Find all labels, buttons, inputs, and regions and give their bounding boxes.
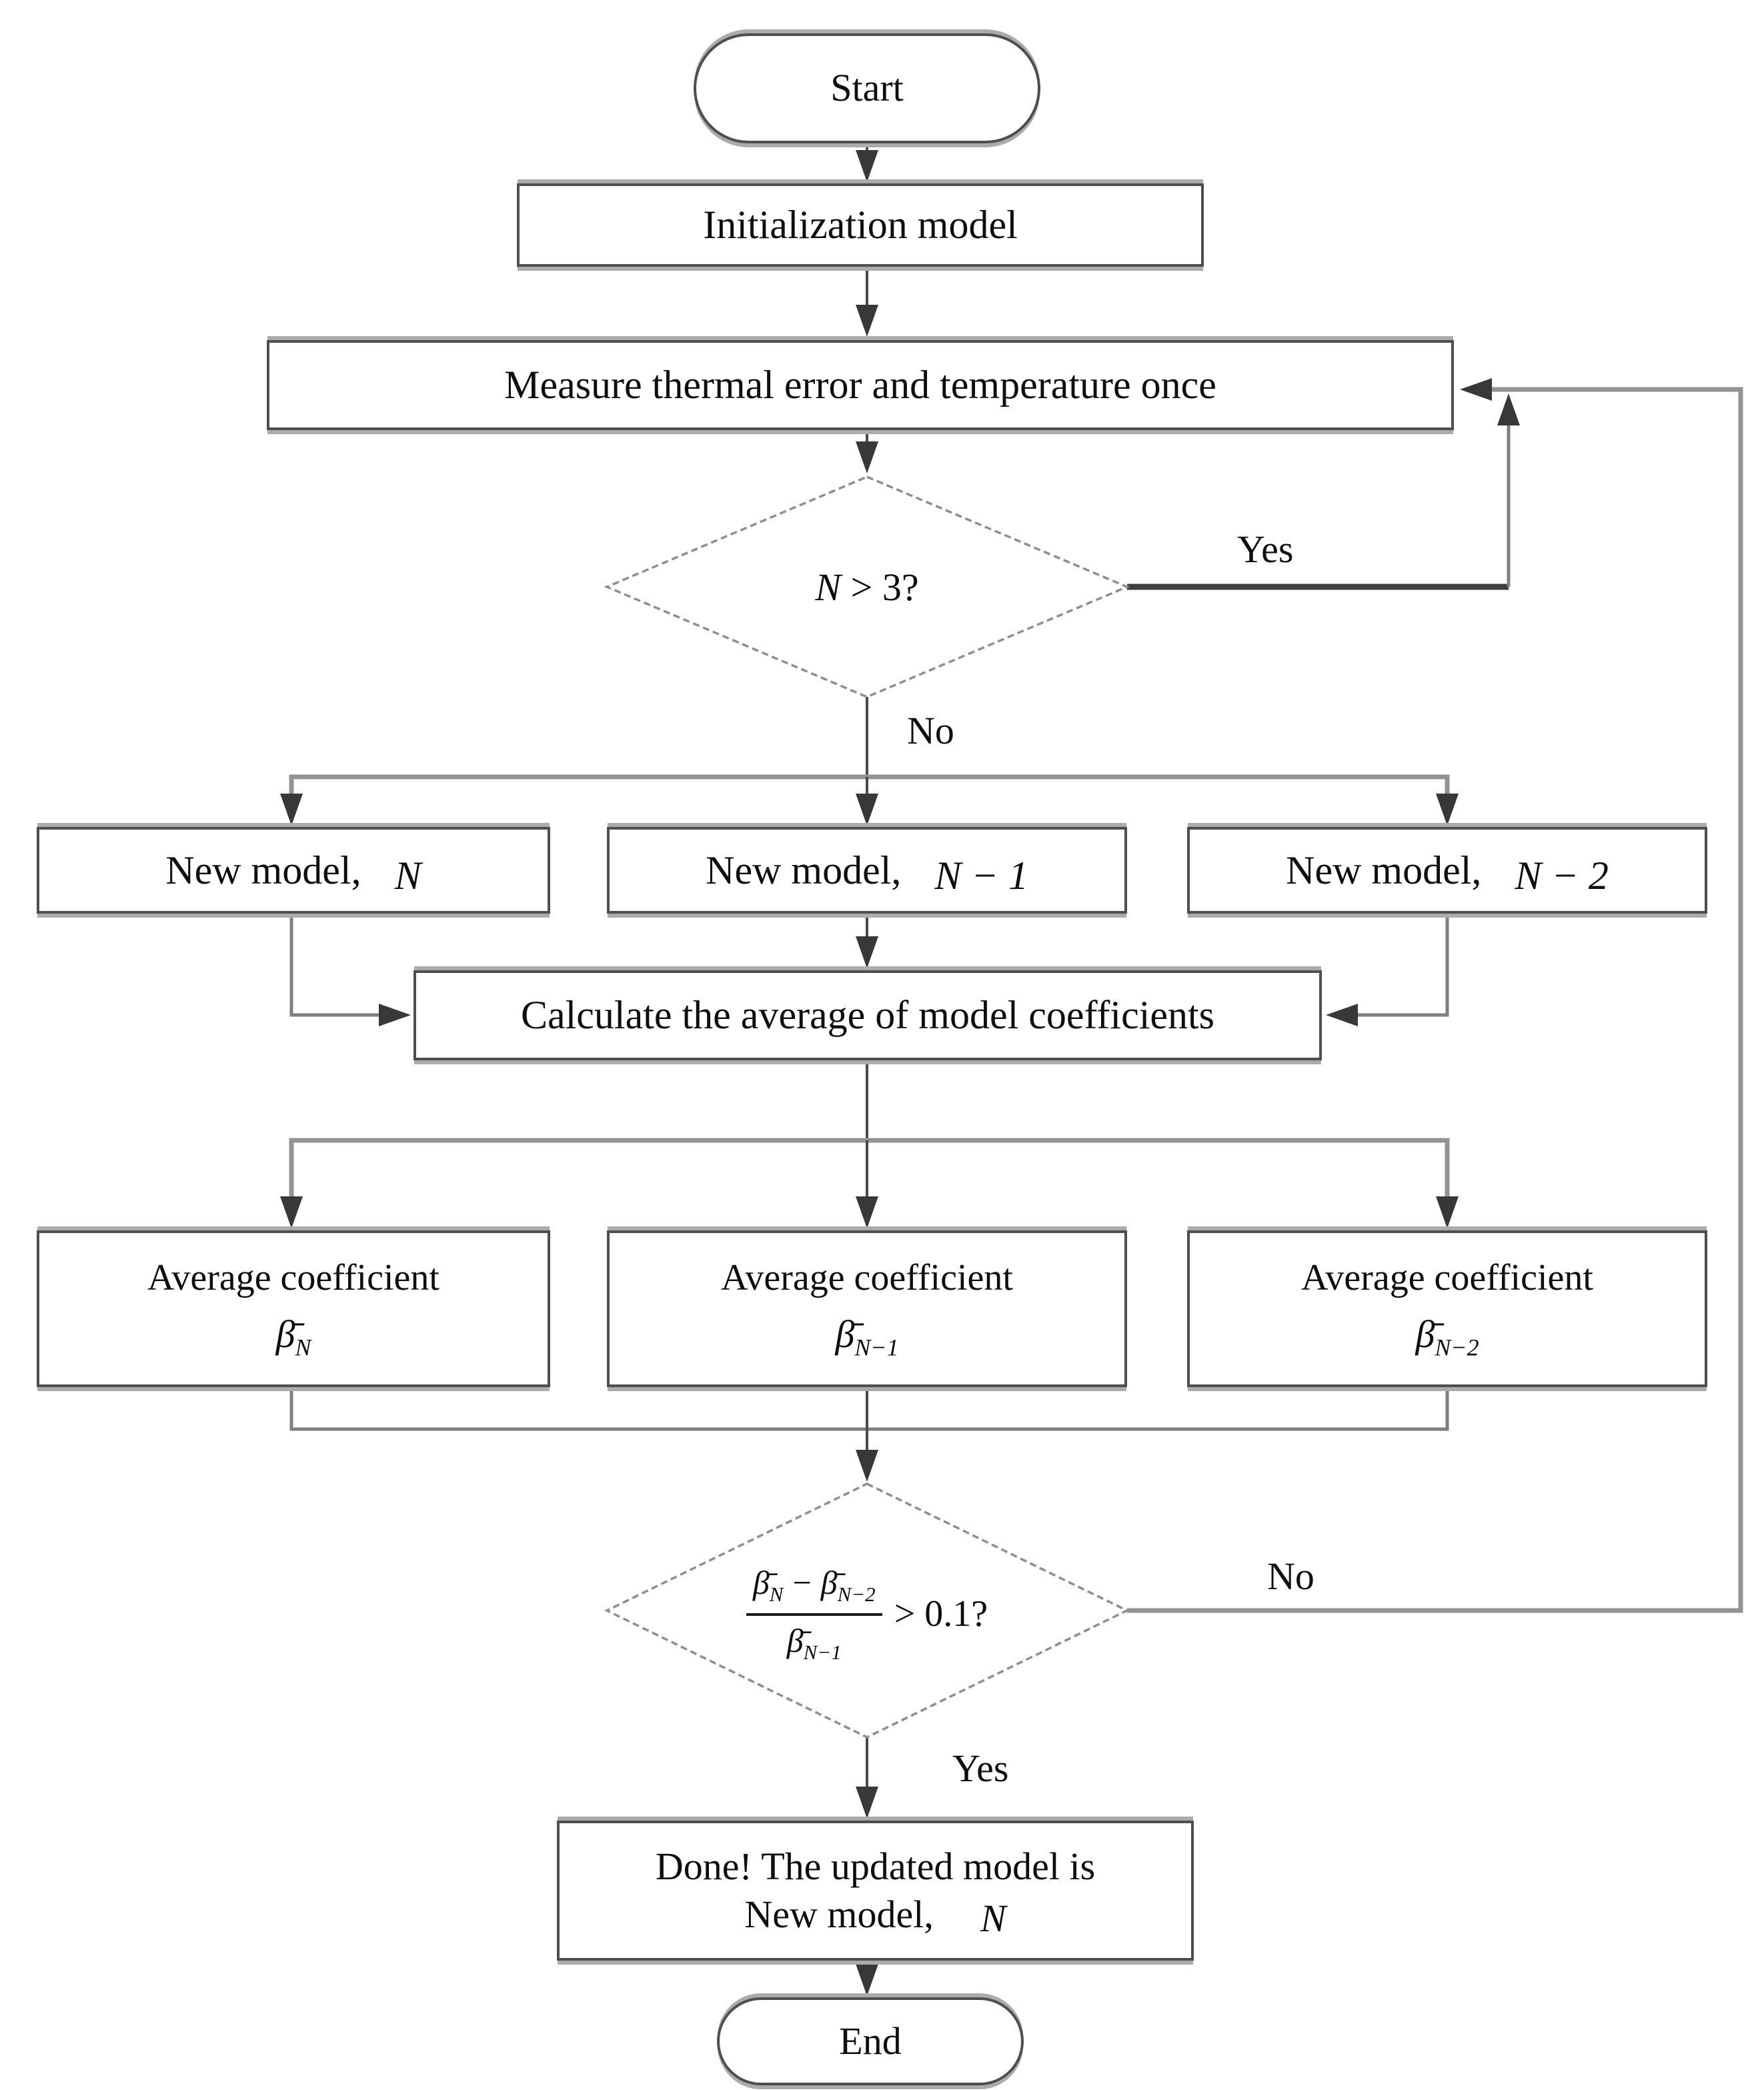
calculate-average-label: Calculate the average of model coefficie… <box>520 993 1215 1037</box>
avg-coefficient-n2-symbol: β̄N−2 <box>1415 1312 1479 1361</box>
avg-coefficient-n2-box: Average coefficient β̄N−2 <box>1187 1230 1707 1387</box>
avg-coefficient-n-label: Average coefficient <box>147 1257 439 1299</box>
decision2-text: β̄N−β̄N−2 β̄N−1 > 0.1? <box>640 1527 1094 1701</box>
done-line2: New model, N <box>744 1891 1006 1940</box>
avg-coefficient-n1-label: Average coefficient <box>721 1257 1013 1299</box>
done-line1: Done! The updated model is <box>655 1844 1096 1888</box>
avg-coefficient-n-symbol: β̄N <box>275 1312 311 1361</box>
end-terminal: End <box>717 1997 1024 2085</box>
decision2-diamond <box>604 1482 1130 1739</box>
initialization-model-label: Initialization model <box>703 203 1018 247</box>
measure-label: Measure thermal error and temperature on… <box>504 363 1216 407</box>
new-model-n-label: New model, <box>165 848 361 892</box>
decision1-yes-label: Yes <box>1237 528 1294 571</box>
decision2-comparison: > 0.1? <box>894 1593 988 1635</box>
decision1-no-label: No <box>907 709 954 752</box>
avg-coefficient-n-box: Average coefficient β̄N <box>37 1230 550 1387</box>
decision2-yes-label: Yes <box>952 1747 1009 1790</box>
new-model-n2-variable: N − 2 <box>1515 853 1609 898</box>
initialization-model-box: Initialization model <box>517 183 1204 267</box>
decision1-condition: > 3? <box>850 565 919 609</box>
decision2-no-label: No <box>1267 1554 1314 1598</box>
avg-coefficient-n1-box: Average coefficient β̄N−1 <box>607 1230 1127 1387</box>
new-model-n-variable: N <box>394 853 421 898</box>
decision1-variable: N <box>815 565 842 609</box>
measure-box: Measure thermal error and temperature on… <box>267 340 1454 430</box>
calculate-average-box: Calculate the average of model coefficie… <box>413 970 1322 1060</box>
end-label: End <box>839 2019 902 2063</box>
decision1-diamond <box>604 475 1130 698</box>
decision1-text: N > 3? <box>700 540 1034 634</box>
avg-coefficient-n1-symbol: β̄N−1 <box>835 1312 899 1361</box>
flow-arrows <box>289 143 1743 1973</box>
decision2-numerator: β̄N−β̄N−2 <box>746 1563 882 1616</box>
start-label: Start <box>830 66 904 110</box>
decision2-fraction: β̄N−β̄N−2 β̄N−1 <box>746 1563 882 1665</box>
decision2-denominator: β̄N−1 <box>786 1622 842 1664</box>
new-model-n1-box: New model, N − 1 <box>607 827 1127 914</box>
done-variable: N <box>980 1897 1006 1940</box>
start-terminal: Start <box>694 33 1040 143</box>
arrowheads <box>280 150 1520 1996</box>
done-box: Done! The updated model is New model, N <box>557 1821 1194 1961</box>
new-model-n2-label: New model, <box>1286 848 1482 892</box>
new-model-n2-box: New model, N − 2 <box>1187 827 1707 914</box>
new-model-n-box: New model, N <box>37 827 550 914</box>
new-model-n1-variable: N − 1 <box>934 853 1028 898</box>
avg-coefficient-n2-label: Average coefficient <box>1301 1257 1593 1299</box>
new-model-n1-label: New model, <box>706 848 902 892</box>
